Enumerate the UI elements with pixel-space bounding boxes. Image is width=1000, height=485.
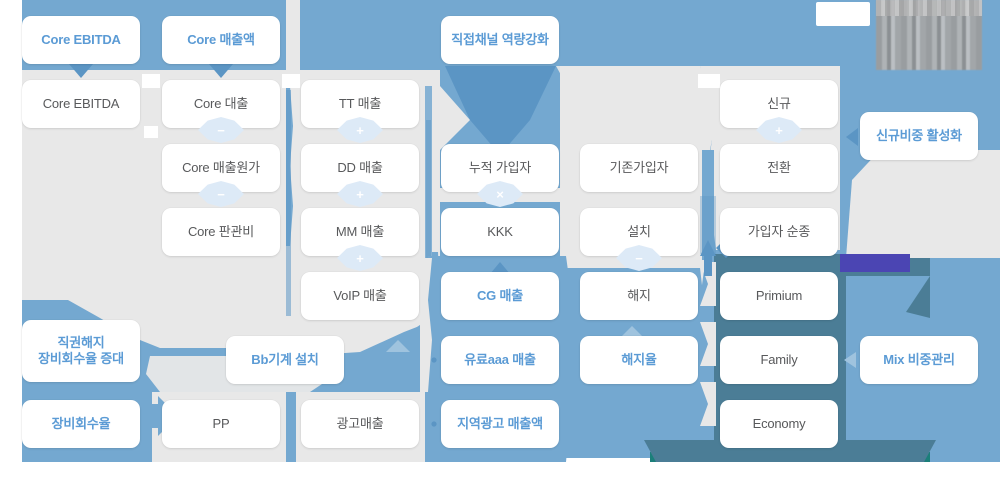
node-card-c19[interactable]: VoIP 매출: [301, 272, 419, 320]
node-card-c5[interactable]: Core 대출: [162, 80, 280, 128]
node-card-c22[interactable]: Primium: [720, 272, 838, 320]
node-card-c14[interactable]: Core 판관비: [162, 208, 280, 256]
node-card-c30[interactable]: PP: [162, 400, 280, 448]
node-card-c28[interactable]: Mix 비중관리: [860, 336, 978, 384]
node-card-c11[interactable]: 기존가입자: [580, 144, 698, 192]
node-card-c2[interactable]: Core 매출액: [162, 16, 280, 64]
node-card-c12[interactable]: 전환: [720, 144, 838, 192]
pixelated-logo-top-icon: [876, 0, 982, 16]
node-card-c13[interactable]: 신규비중 활성화: [860, 112, 978, 160]
node-card-c20[interactable]: CG 매출: [441, 272, 559, 320]
node-card-c3[interactable]: 직접채널 역량강화: [441, 16, 559, 64]
node-card-c27[interactable]: Family: [720, 336, 838, 384]
node-card-c1[interactable]: Core EBITDA: [22, 16, 140, 64]
node-card-c6[interactable]: TT 매출: [301, 80, 419, 128]
node-card-c32[interactable]: 지역광고 매출액: [441, 400, 559, 448]
node-card-c26[interactable]: 해지율: [580, 336, 698, 384]
node-card-c33[interactable]: Economy: [720, 400, 838, 448]
node-card-c18[interactable]: 가입자 순종: [720, 208, 838, 256]
node-card-c15[interactable]: MM 매출: [301, 208, 419, 256]
node-card-c17[interactable]: 설치: [580, 208, 698, 256]
node-card-c23[interactable]: 직권해지 장비회수율 증대: [22, 320, 140, 382]
node-card-c4[interactable]: Core EBITDA: [22, 80, 140, 128]
node-card-c16[interactable]: KKK: [441, 208, 559, 256]
node-card-c24[interactable]: Bb기계 설치: [226, 336, 344, 384]
node-card-c9[interactable]: DD 매출: [301, 144, 419, 192]
node-card-c10[interactable]: 누적 가입자: [441, 144, 559, 192]
node-card-c25[interactable]: 유료aaa 매출: [441, 336, 559, 384]
node-card-c21[interactable]: 해지: [580, 272, 698, 320]
node-card-c7[interactable]: 신규: [720, 80, 838, 128]
node-card-c29[interactable]: 장비회수율: [22, 400, 140, 448]
node-card-c8[interactable]: Core 매출원가: [162, 144, 280, 192]
blank-box: [816, 2, 870, 26]
node-card-c31[interactable]: 광고매출: [301, 400, 419, 448]
